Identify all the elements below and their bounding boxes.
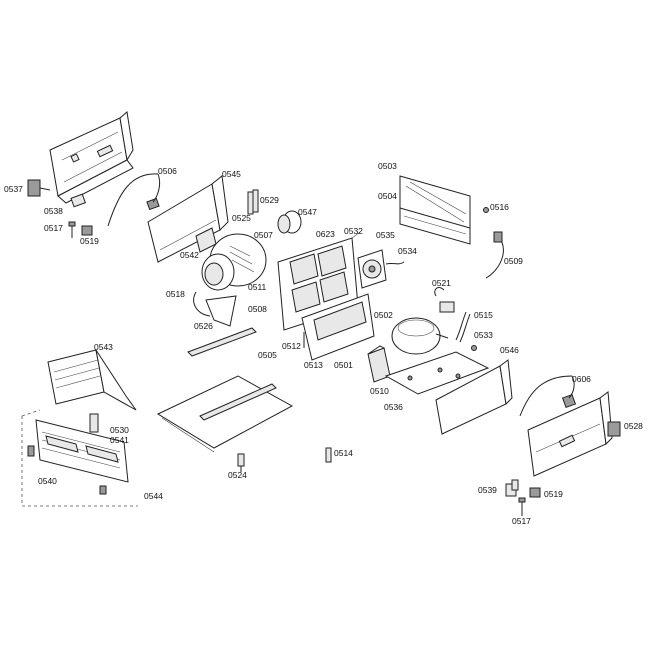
condenser-fan-0535 <box>357 249 405 289</box>
label-0536: 0536 <box>384 402 403 412</box>
fan-motor-0507 <box>201 233 267 291</box>
label-0524: 0524 <box>228 470 247 480</box>
label-0509: 0509 <box>504 256 523 266</box>
kick-plate-group <box>21 409 138 507</box>
label-0504: 0504 <box>378 191 397 201</box>
label-0510: 0510 <box>370 386 389 396</box>
kick-plate-0544 <box>35 419 129 483</box>
cover-panel-0504 <box>399 207 471 245</box>
label-0501: 0501 <box>334 360 353 370</box>
screw-0517-right <box>518 497 526 516</box>
rear-panel-left <box>49 111 134 204</box>
label-0506: 0506 <box>158 166 177 176</box>
label-0525: 0525 <box>232 213 251 223</box>
screw-0533 <box>471 345 477 351</box>
label-0547: 0547 <box>298 207 317 217</box>
label-0533: 0533 <box>474 330 493 340</box>
screw-0517-left <box>68 221 76 238</box>
label-0606: 0606 <box>572 374 591 384</box>
clip-0530 <box>89 413 99 433</box>
label-0516: 0516 <box>490 202 509 212</box>
strip-0505 <box>187 327 257 357</box>
label-0535: 0535 <box>376 230 395 240</box>
bracket-0528 <box>607 421 621 437</box>
label-0519-right: 0519 <box>544 489 563 499</box>
side-panel-0546 <box>435 359 513 435</box>
bushing-0519-right <box>529 487 541 498</box>
bushing-0519-left <box>81 225 93 236</box>
foot-0540 <box>27 445 107 495</box>
clip-0538 <box>70 193 86 208</box>
label-0517-left: 0517 <box>44 223 63 233</box>
label-0543: 0543 <box>94 342 113 352</box>
label-0505: 0505 <box>258 350 277 360</box>
tube-0515 <box>455 311 471 343</box>
bracket-0537 <box>27 179 51 197</box>
label-0515: 0515 <box>474 310 493 320</box>
label-0541: 0541 <box>110 435 129 445</box>
label-0503: 0503 <box>378 161 397 171</box>
label-0508: 0508 <box>248 304 267 314</box>
label-0518: 0518 <box>166 289 185 299</box>
ring-0518 <box>193 291 211 317</box>
label-0545: 0545 <box>222 169 241 179</box>
label-0539: 0539 <box>478 485 497 495</box>
screw-0516 <box>483 207 489 213</box>
label-0534: 0534 <box>398 246 417 256</box>
pin-0524 <box>237 453 245 472</box>
label-0529: 0529 <box>260 195 279 205</box>
label-0513: 0513 <box>304 360 323 370</box>
label-0528: 0528 <box>624 421 643 431</box>
label-0546: 0546 <box>500 345 519 355</box>
label-0519-left: 0519 <box>80 236 99 246</box>
bracket-0526 <box>205 295 237 327</box>
power-cord-0606 <box>519 375 577 417</box>
label-0538: 0538 <box>44 206 63 216</box>
label-0623: 0623 <box>316 229 335 239</box>
clip-0539 <box>505 479 519 497</box>
front-grille-0543 <box>47 349 137 411</box>
label-0512: 0512 <box>282 341 301 351</box>
relay-0521 <box>434 287 455 313</box>
label-0540: 0540 <box>38 476 57 486</box>
label-0526: 0526 <box>194 321 213 331</box>
bracket-0529 <box>247 189 259 215</box>
base-plate-0536 <box>384 351 490 395</box>
label-0521: 0521 <box>432 278 451 288</box>
label-0517-right: 0517 <box>512 516 531 526</box>
label-0502: 0502 <box>374 310 393 320</box>
label-0537: 0537 <box>4 184 23 194</box>
power-cord-0506 <box>107 173 161 227</box>
compressor-0502 <box>391 317 449 355</box>
drip-tray-0501 <box>301 293 375 361</box>
callout-labels: 0537 0538 0517 0519 0506 0545 0529 0525 … <box>4 161 643 526</box>
power-cord-0509 <box>485 231 504 279</box>
label-0511: 0511 <box>248 282 267 292</box>
label-0542: 0542 <box>180 250 199 260</box>
shelf-plate <box>156 375 294 453</box>
label-0507: 0507 <box>254 230 273 240</box>
label-0544: 0544 <box>144 491 163 501</box>
label-0532: 0532 <box>344 226 363 236</box>
cap-0547 <box>277 210 302 234</box>
label-0514: 0514 <box>334 448 353 458</box>
label-0530: 0530 <box>110 425 129 435</box>
pin-0514 <box>325 447 332 463</box>
